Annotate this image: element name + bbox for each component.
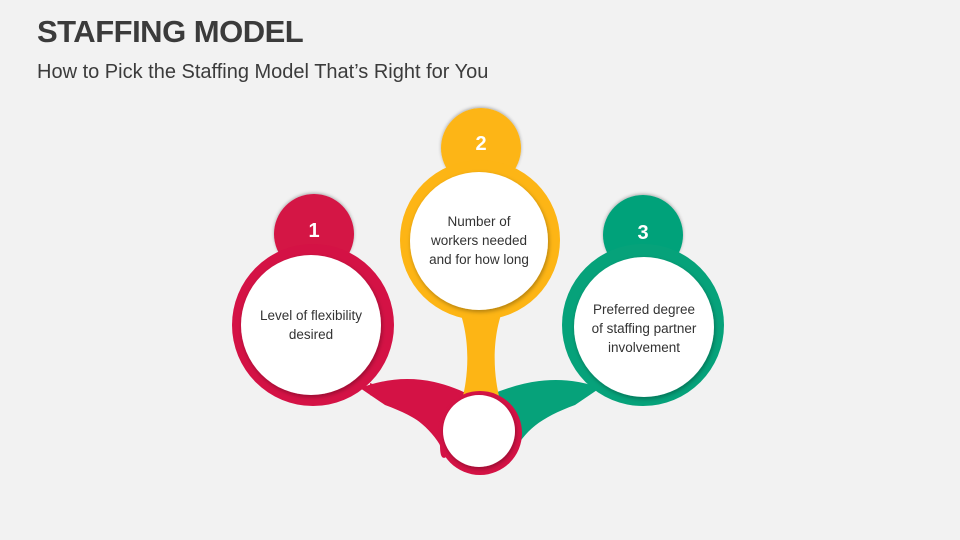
step-label-1: Level of flexibility desired [246,300,376,350]
step-2-line-2: workers needed [430,232,528,248]
step-number-2: 2 [475,133,487,155]
step-2-line-3: and for how long [429,251,529,267]
step-label-2: Number of workers needed and for how lon… [414,210,544,270]
petal-3-inner-circle [574,257,714,397]
step-label-3: Preferred degree of staffing partner inv… [574,298,714,358]
step-number-3: 3 [637,222,649,244]
step-3-line-1: Preferred degree [592,301,696,317]
step-3-line-3: involvement [607,339,681,355]
step-number-1: 1 [308,220,320,242]
petal-1-inner-circle [241,255,381,395]
step-2-line-1: Number of [447,213,511,229]
step-1-line-2: desired [288,327,334,342]
slide-title: STAFFING MODEL [37,14,304,49]
step-3-line-2: of staffing partner [591,320,697,336]
petal-2-inner-circle [410,172,548,310]
center-hub [438,391,522,475]
slide-subtitle: How to Pick the Staffing Model That’s Ri… [37,61,489,83]
step-1-line-1: Level of flexibility [259,308,363,323]
